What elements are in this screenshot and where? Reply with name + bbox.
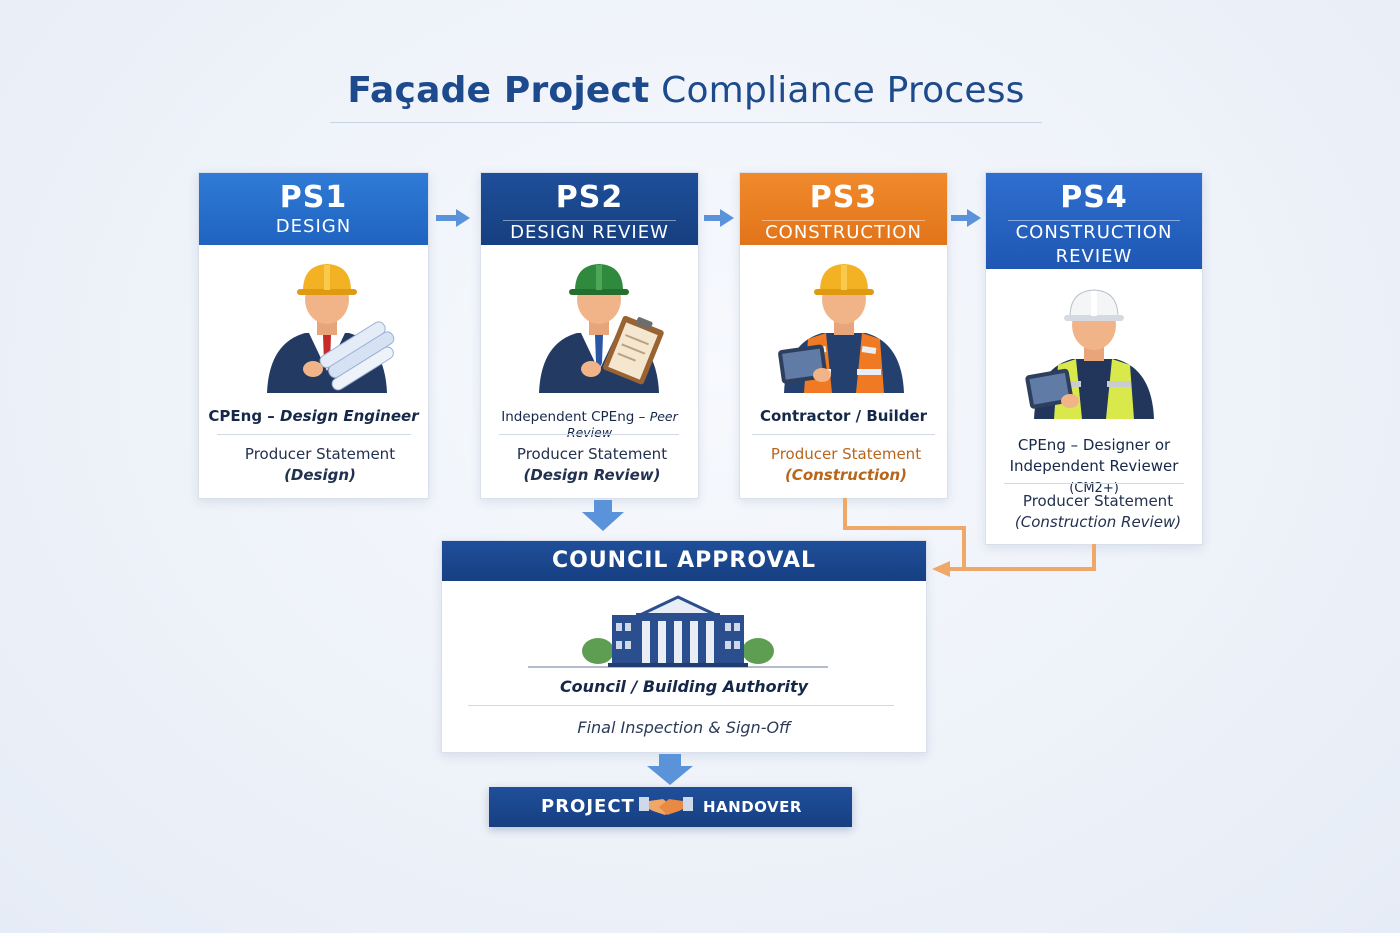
construction-reviewer-icon xyxy=(1025,289,1154,419)
final-inspection: Final Inspection & Sign-Off xyxy=(577,718,791,737)
ps4-statement: Producer Statement (Construction Review) xyxy=(1014,492,1182,531)
council-divider xyxy=(468,705,894,706)
ps3-card: PS3 CONSTRUCTION Contractor / Builder Pr… xyxy=(739,172,948,499)
ps3-divider xyxy=(752,434,935,435)
arrow-down-icon xyxy=(647,754,693,785)
title-divider xyxy=(330,122,1042,123)
ps3-header: PS3 CONSTRUCTION xyxy=(740,173,947,245)
peer-reviewer-icon xyxy=(539,264,664,393)
ps3-code: PS3 xyxy=(809,180,878,215)
design-engineer-icon xyxy=(267,264,395,393)
arrow-right-icon xyxy=(436,209,470,227)
contractor-icon xyxy=(778,264,904,393)
council-authority: Council / Building Authority xyxy=(559,677,809,696)
handshake-icon xyxy=(639,797,693,815)
council-approval-card: COUNCIL APPROVAL Council / Building Auth… xyxy=(441,540,927,753)
ps2-name: DESIGN REVIEW xyxy=(510,222,669,243)
project-handover-banner: PROJECT HANDOVER xyxy=(489,787,852,827)
ps1-code: PS1 xyxy=(279,180,348,215)
arrow-down-icon xyxy=(582,500,624,531)
ps3-role: Contractor / Builder xyxy=(759,407,928,425)
ps2-card: PS2 DESIGN REVIEW Independent CPEng – Pe… xyxy=(480,172,699,499)
ps1-divider xyxy=(217,434,411,435)
ps4-card: PS4 CONSTRUCTION REVIEW CPEng – Designer… xyxy=(985,172,1203,545)
ps4-role: CPEng – Designer or Independent Reviewer… xyxy=(1009,436,1179,496)
ps2-statement: Producer Statement (Design Review) xyxy=(516,445,668,484)
ps4-name: CONSTRUCTION xyxy=(1015,222,1173,243)
handover-word-project: PROJECT xyxy=(541,796,635,817)
ps2-divider xyxy=(499,434,679,435)
council-heading: COUNCIL APPROVAL xyxy=(442,541,926,581)
ps3-statement: Producer Statement (Construction) xyxy=(770,445,922,484)
page-title: Façade Project Compliance Process xyxy=(347,70,1025,111)
ps4-name-line2: REVIEW xyxy=(1055,246,1133,267)
ps1-name: DESIGN xyxy=(275,216,352,237)
ps2-header: PS2 DESIGN REVIEW xyxy=(481,173,698,245)
arrow-right-icon xyxy=(704,209,734,227)
ps2-role: Independent CPEng – Peer Review xyxy=(501,409,678,440)
ps1-statement: Producer Statement (Design) xyxy=(244,445,396,484)
ps4-code: PS4 xyxy=(1060,180,1128,215)
ps2-code: PS2 xyxy=(555,180,624,215)
ps1-role: CPEng – Design Engineer xyxy=(208,407,419,425)
ps1-card: PS1 DESIGN CPEng – Design Engineer Produ… xyxy=(198,172,429,499)
handover-word-handover: HANDOVER xyxy=(703,798,802,816)
ps4-divider xyxy=(1004,483,1184,484)
ps1-header: PS1 DESIGN xyxy=(199,173,428,245)
council-building-icon xyxy=(528,595,828,668)
ps3-name: CONSTRUCTION xyxy=(765,222,922,243)
arrow-right-icon xyxy=(951,209,981,227)
ps4-header: PS4 CONSTRUCTION REVIEW xyxy=(986,173,1202,269)
